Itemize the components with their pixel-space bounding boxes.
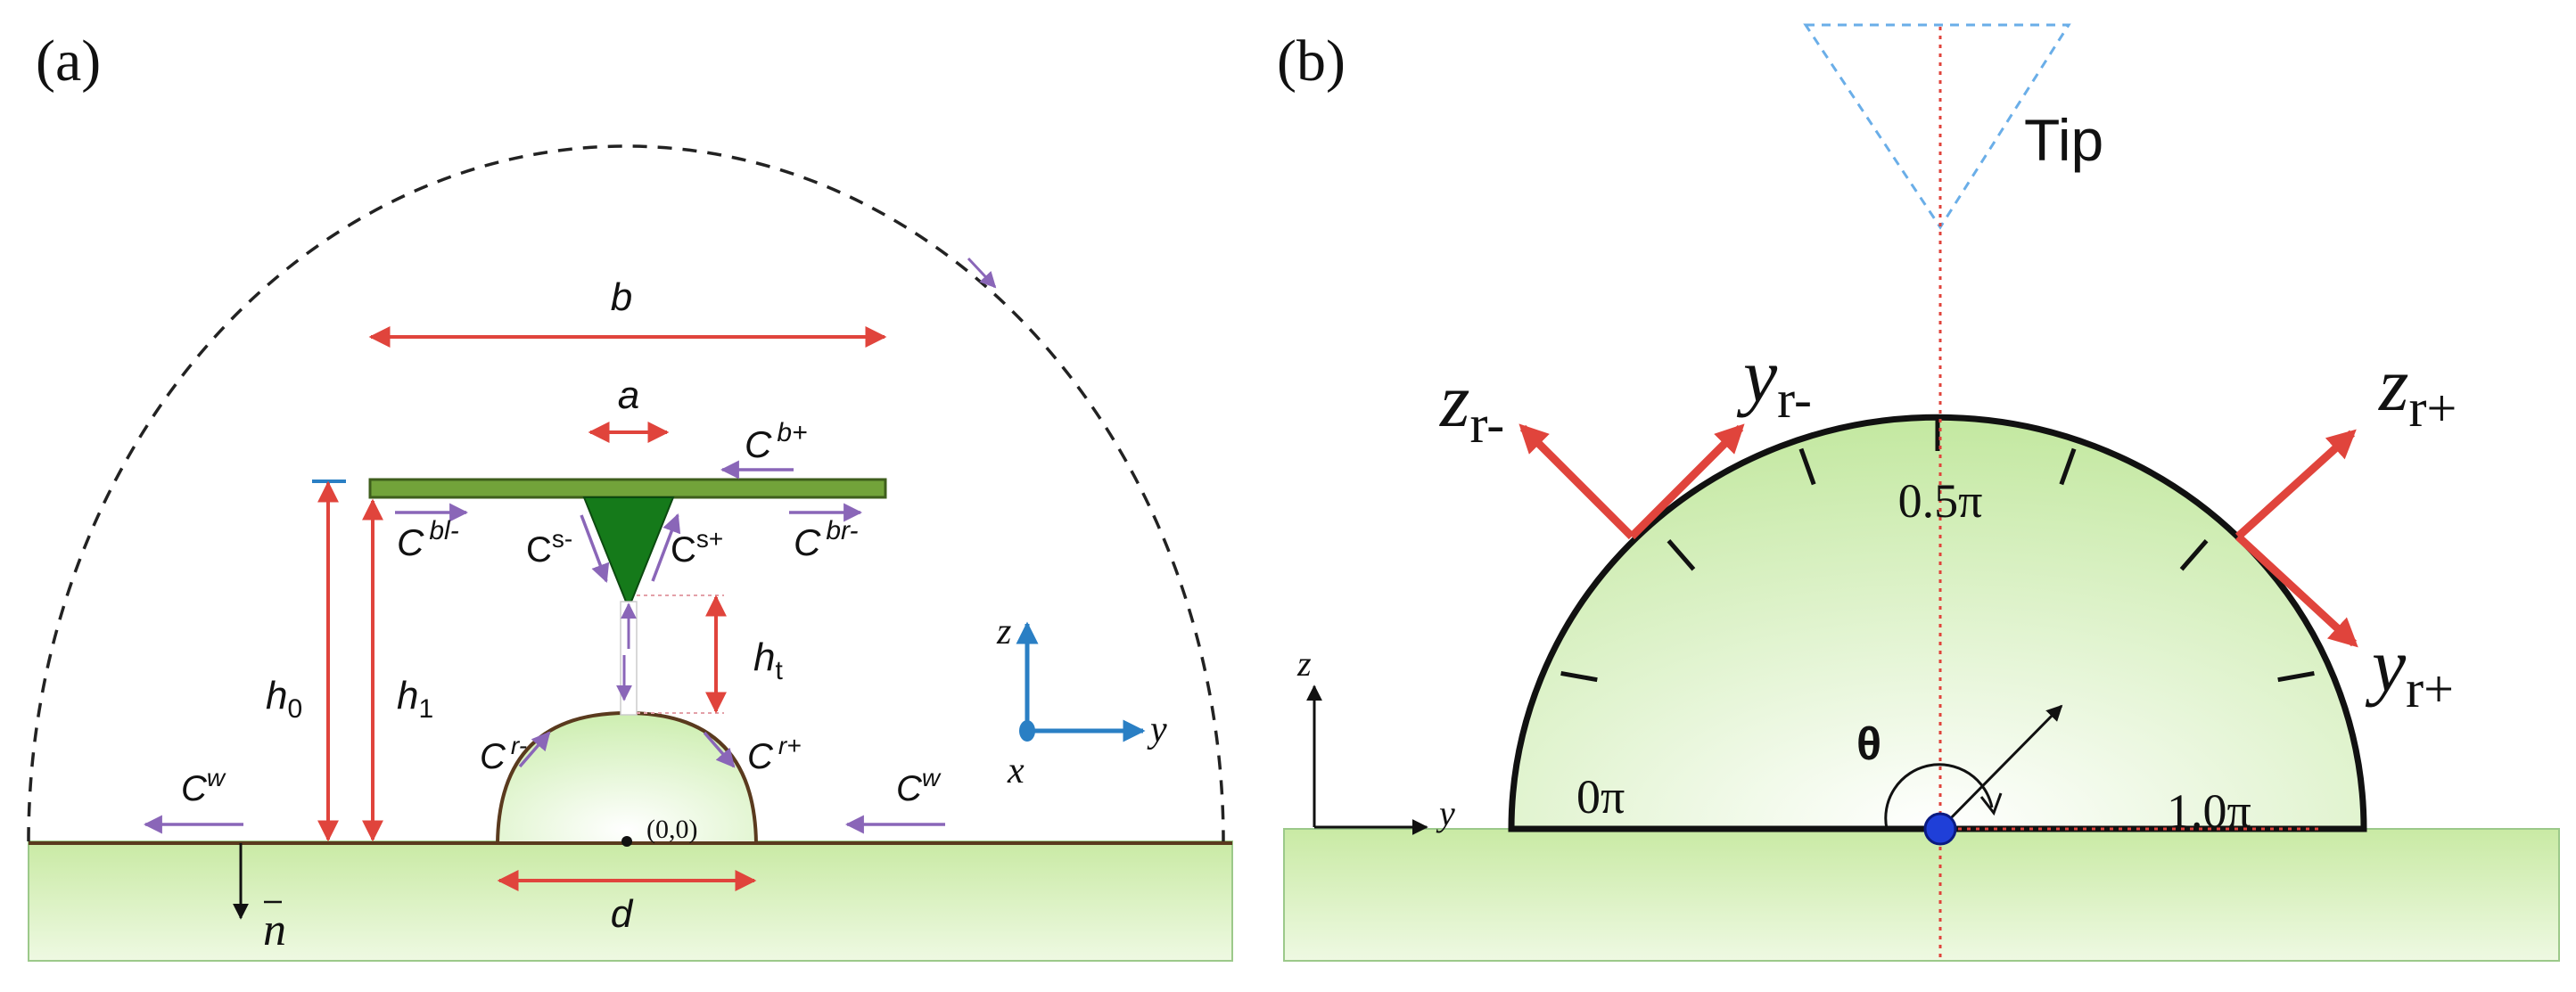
panel-a-label: (a) bbox=[36, 29, 101, 94]
theta-arc bbox=[1884, 763, 1994, 830]
outer-boundary-arrow bbox=[967, 257, 997, 289]
contour-arrow-cr-plus bbox=[703, 731, 736, 768]
label-cs-plus: Cs+ bbox=[671, 525, 723, 570]
vector-yr-minus bbox=[1628, 423, 1745, 540]
theta-arc-head bbox=[1979, 792, 2003, 816]
axis-a-z-label: z bbox=[996, 611, 1011, 652]
dim-h1-label: h1 bbox=[397, 674, 433, 724]
dim-d-label: d bbox=[611, 892, 634, 936]
label-cw-left: Cw bbox=[181, 764, 226, 808]
axis-b-y-label: y bbox=[1436, 793, 1455, 833]
contour-arrow-cs-plus bbox=[651, 513, 681, 582]
label-zr-minus: zr- bbox=[1439, 357, 1504, 454]
panel-b: (b) Tip zr- yr- zr+ yr+ bbox=[1277, 23, 2560, 962]
vector-yr-plus bbox=[2234, 533, 2358, 648]
dim-a-label: a bbox=[618, 373, 639, 417]
theta-label: θ bbox=[1856, 718, 1881, 770]
normal-label: n bbox=[263, 905, 286, 955]
vector-zr-minus bbox=[1518, 423, 1635, 540]
label-cw-right: Cw bbox=[896, 764, 942, 808]
vector-zr-plus bbox=[2234, 429, 2357, 540]
dim-b-label: b bbox=[611, 275, 632, 319]
label-yr-minus: yr- bbox=[1736, 332, 1812, 429]
substrate-b bbox=[1283, 828, 2560, 962]
panel-a: (a) (0,0) b a h0 h1 ht bbox=[27, 29, 1233, 962]
label-cs-minus: Cs- bbox=[526, 525, 572, 570]
origin-label: (0,0) bbox=[646, 815, 697, 844]
contour-arrow-cr-minus bbox=[518, 731, 551, 768]
theta-vector bbox=[1938, 704, 2063, 831]
label-yr-plus: yr+ bbox=[2365, 622, 2454, 718]
label-zr-plus: zr+ bbox=[2378, 341, 2457, 438]
dome bbox=[1508, 414, 2367, 832]
origin-dot bbox=[621, 836, 632, 847]
substrate-bump bbox=[495, 710, 759, 845]
axis-b-z-label: z bbox=[1296, 644, 1312, 684]
tip-outline bbox=[1803, 23, 2071, 230]
panel-b-label: (b) bbox=[1277, 29, 1346, 94]
substrate-a bbox=[28, 840, 1233, 962]
outer-boundary-dashed bbox=[27, 144, 1225, 842]
axis-a-x-label: x bbox=[1007, 750, 1025, 791]
afm-tip bbox=[582, 496, 675, 603]
axis-a-x-dot bbox=[1019, 720, 1035, 742]
contour-arrow-cs-minus bbox=[580, 514, 610, 583]
dim-h0-label: h0 bbox=[266, 674, 302, 724]
center-dot bbox=[1923, 812, 1957, 846]
dome-ticks bbox=[1560, 417, 2315, 683]
axis-a-y-label: y bbox=[1147, 709, 1167, 750]
dim-ht-label: ht bbox=[753, 635, 783, 685]
angle-label-start: 0π bbox=[1576, 770, 1625, 824]
angle-label-end: 1.0π bbox=[2167, 784, 2251, 838]
tip-label: Tip bbox=[2024, 107, 2103, 173]
angle-label-mid: 0.5π bbox=[1898, 474, 1983, 528]
cantilever bbox=[368, 478, 887, 499]
